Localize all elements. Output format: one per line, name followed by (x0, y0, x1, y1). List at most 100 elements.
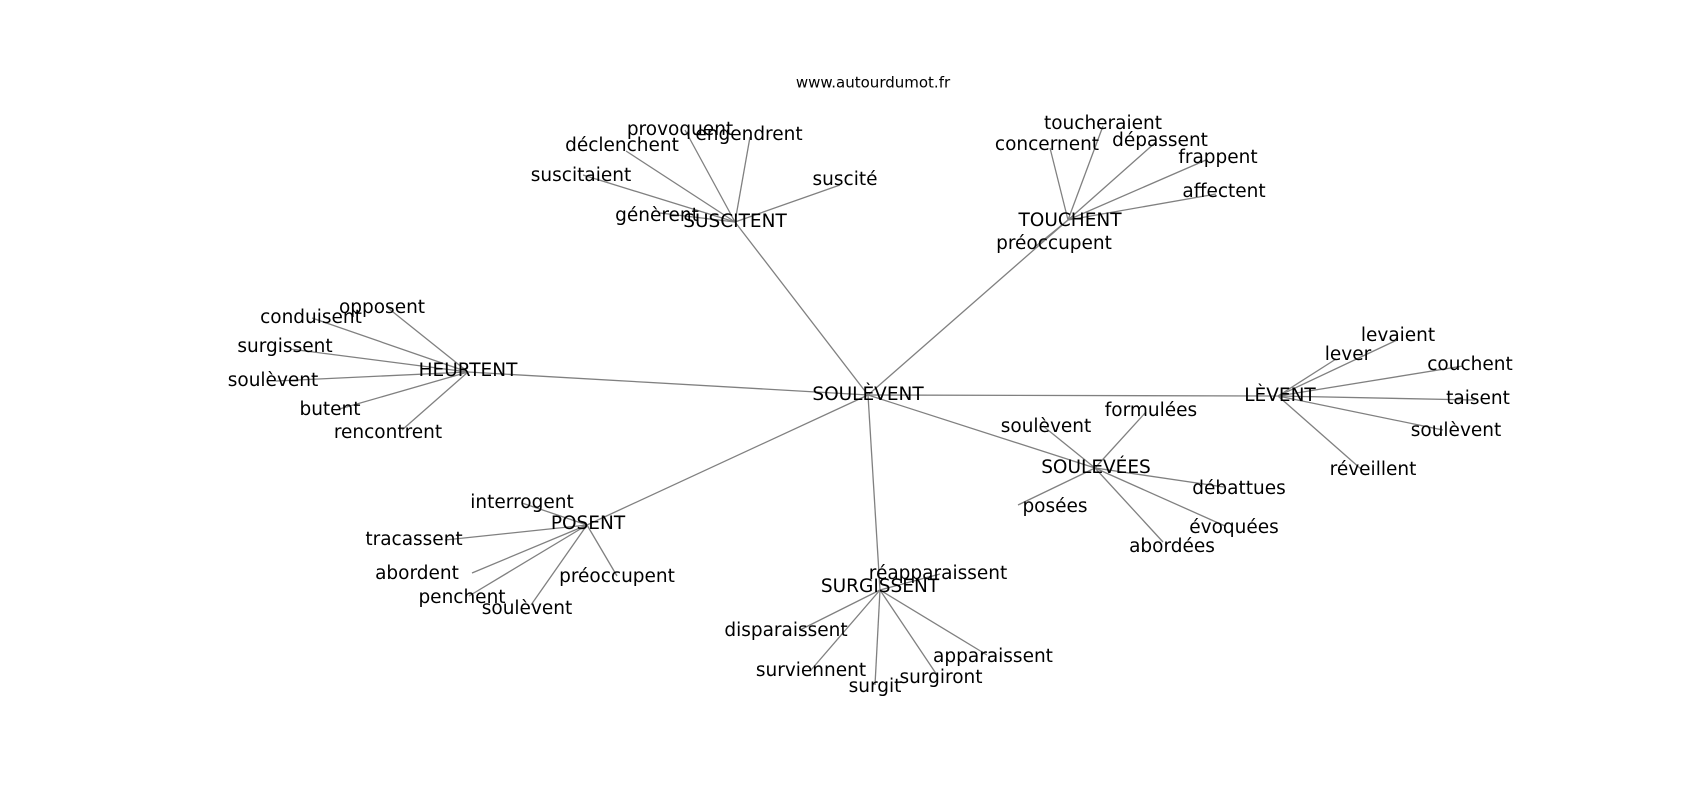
edge-posent-soulevent (530, 524, 588, 606)
edge-levent-taisent (1277, 395, 1476, 401)
edge-soulevees-debattues (1094, 467, 1225, 488)
edge-center-suscitent (734, 221, 869, 396)
leaf-node-soulevent[interactable]: soulèvent (1001, 416, 1092, 437)
edge-surgissent-apparaissent (879, 589, 988, 656)
edge-soulevees-abordees (1094, 467, 1164, 543)
leaf-node-abordent[interactable]: abordent (375, 563, 459, 584)
edge-touchent-affectent (1067, 193, 1217, 221)
leaf-node-abordees[interactable]: abordées (1129, 536, 1215, 557)
leaf-node-generent[interactable]: génèrent (615, 205, 699, 226)
edge-soulevees-evoquees (1094, 467, 1226, 527)
leaf-node-affectent[interactable]: affectent (1182, 181, 1265, 202)
leaf-node-formulees[interactable]: formulées (1105, 400, 1197, 421)
edge-center-heurtent (467, 371, 869, 396)
leaf-node-soulevent[interactable]: soulèvent (228, 370, 319, 391)
leaf-node-surviennent[interactable]: surviennent (756, 660, 866, 681)
edge-levent-lever (1277, 358, 1337, 397)
edge-heurtent-rencontrent (401, 371, 469, 431)
edge-touchent-preoccupent (1035, 219, 1069, 247)
graph-labels: www.autourdumot.fr SOULÈVENT SUSCITENT pro… (228, 74, 1513, 698)
leaf-node-couchent[interactable]: couchent (1427, 354, 1512, 375)
edge-touchent-toucheraient (1067, 125, 1104, 221)
edge-soulevees-posees (1017, 467, 1096, 506)
edge-posent-preoccupent (586, 524, 618, 577)
leaf-node-declenchent[interactable]: déclenchent (565, 135, 679, 156)
leaf-node-lever[interactable]: lever (1325, 344, 1372, 365)
leaf-node-evoquees[interactable]: évoquées (1189, 517, 1279, 538)
edge-center-levent (867, 394, 1279, 397)
leaf-node-concernent[interactable]: concernent (995, 134, 1099, 155)
edge-touchent-frappent (1067, 159, 1207, 221)
hub-node-suscitent[interactable]: SUSCITENT (683, 211, 787, 232)
edge-suscitent-generent (659, 212, 736, 223)
edge-posent-tracassent (444, 524, 588, 541)
leaf-node-rencontrent[interactable]: rencontrent (334, 422, 442, 443)
edge-heurtent-surgissent (289, 348, 469, 373)
leaf-node-debattues[interactable]: débattues (1192, 478, 1285, 499)
leaf-node-surgit[interactable]: surgit (849, 676, 902, 697)
leaf-node-soulevent[interactable]: soulèvent (1411, 420, 1502, 441)
center-word-node[interactable]: SOULÈVENT (812, 383, 924, 405)
edge-heurtent-butent (335, 371, 469, 411)
leaf-node-suscite[interactable]: suscité (813, 169, 878, 190)
leaf-node-surgiront[interactable]: surgiront (899, 667, 982, 688)
edge-center-touchent (867, 219, 1069, 396)
edge-surgissent-reapparaissent (879, 573, 941, 591)
edge-touchent-depassent (1067, 141, 1157, 221)
leaf-node-preoccupent[interactable]: préoccupent (996, 233, 1112, 254)
edge-surgissent-surgit (874, 589, 881, 686)
edge-levent-levaient (1277, 339, 1398, 397)
edge-center-posent (586, 394, 869, 526)
leaf-node-penchent[interactable]: penchent (418, 587, 505, 608)
leaf-node-levaient[interactable]: levaient (1361, 325, 1435, 346)
edge-heurtent-soulevent (275, 371, 469, 382)
hub-node-heurtent[interactable]: HEURTENT (419, 360, 518, 381)
edge-levent-reveillent (1277, 395, 1362, 470)
hub-node-soulevees[interactable]: SOULEVÉES (1041, 456, 1151, 478)
leaf-node-preoccupent[interactable]: préoccupent (559, 566, 675, 587)
edge-posent-abordent (471, 524, 588, 574)
hub-node-levent[interactable]: LÈVENT (1244, 384, 1316, 406)
leaf-node-reveillent[interactable]: réveillent (1330, 459, 1417, 480)
edge-touchent-concernent (1049, 147, 1069, 221)
leaf-node-tracassent[interactable]: tracassent (365, 529, 462, 550)
edge-posent-interrogent (521, 502, 588, 526)
leaf-node-apparaissent[interactable]: apparaissent (933, 646, 1053, 667)
leaf-node-provoquent[interactable]: provoquent (627, 119, 733, 140)
leaf-node-surgissent[interactable]: surgissent (237, 336, 332, 357)
leaf-node-disparaissent[interactable]: disparaissent (724, 620, 847, 641)
edge-surgissent-disparaissent (799, 589, 881, 631)
leaf-node-depassent[interactable]: dépassent (1112, 130, 1208, 151)
edge-suscitent-provoquent (684, 129, 736, 223)
edge-soulevees-formulees (1094, 411, 1147, 469)
leaf-node-suscitaient[interactable]: suscitaient (531, 165, 631, 186)
leaf-node-frappent[interactable]: frappent (1178, 147, 1257, 168)
edge-soulevees-soulevent (1042, 425, 1096, 469)
edge-levent-couchent (1277, 365, 1464, 397)
edge-suscitent-declenchent (625, 150, 736, 223)
edge-levent-soulevent (1277, 395, 1444, 431)
edge-heurtent-opposent (387, 307, 469, 373)
leaf-node-posees[interactable]: posées (1022, 496, 1087, 517)
hub-node-posent[interactable]: POSENT (551, 513, 626, 534)
edge-surgissent-surgiront (879, 589, 938, 676)
leaf-node-butent[interactable]: butent (299, 399, 360, 420)
edge-suscitent-suscitaient (582, 174, 736, 223)
leaf-node-soulevent[interactable]: soulèvent (482, 598, 573, 619)
leaf-node-taisent[interactable]: taisent (1446, 388, 1510, 409)
leaf-node-reapparaissent[interactable]: réapparaissent (869, 563, 1007, 584)
hub-node-touchent[interactable]: TOUCHENT (1017, 210, 1122, 231)
edge-center-soulevees (867, 394, 1096, 469)
leaf-node-engendrent[interactable]: engendrent (695, 124, 802, 145)
edge-suscitent-suscite (734, 184, 841, 223)
leaf-node-conduisent[interactable]: conduisent (260, 307, 362, 328)
site-watermark: www.autourdumot.fr (796, 74, 951, 92)
leaf-node-interrogent[interactable]: interrogent (470, 492, 573, 513)
hub-node-surgissent[interactable]: SURGISSENT (821, 576, 940, 597)
edge-heurtent-conduisent (311, 317, 469, 373)
edge-surgissent-surviennent (810, 589, 881, 671)
leaf-node-toucheraient[interactable]: toucheraient (1044, 113, 1162, 134)
leaf-node-opposent[interactable]: opposent (339, 297, 425, 318)
edge-posent-penchent (468, 524, 588, 597)
